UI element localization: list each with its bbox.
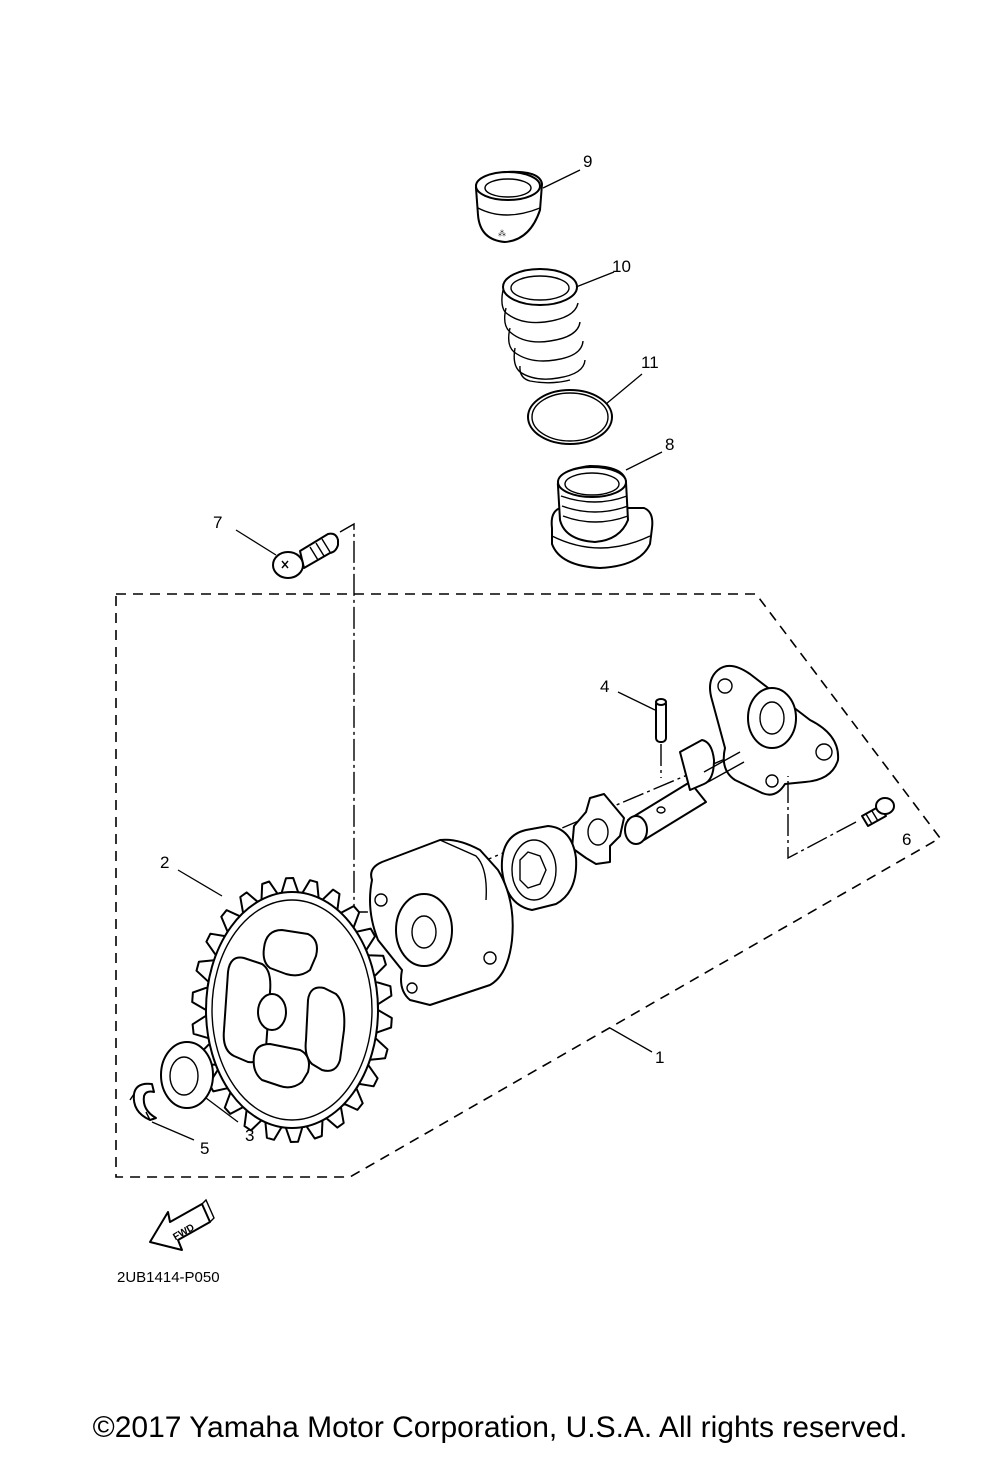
diagram-code: 2UB1414-P050	[117, 1269, 220, 1286]
pump-body[interactable]	[369, 838, 514, 1006]
part-6-bolt[interactable]	[861, 797, 895, 827]
part-7-screw[interactable]	[272, 532, 339, 579]
callout-4: 4	[600, 677, 609, 696]
pump-shaft[interactable]	[624, 739, 745, 845]
callout-9: 9	[583, 152, 592, 171]
leader-7	[235, 529, 277, 556]
leader-8	[625, 451, 663, 471]
leader-7-path	[339, 522, 380, 913]
copyright-notice: ©2017 Yamaha Motor Corporation, U.S.A. A…	[92, 1411, 908, 1444]
callout-2: 2	[160, 853, 169, 872]
leader-1	[609, 1027, 653, 1053]
part-9-cap[interactable]: ⁂	[475, 170, 543, 243]
part-10-spring[interactable]	[501, 268, 586, 384]
pump-cover-plate[interactable]	[709, 664, 840, 796]
fwd-arrow-icon: FWD	[149, 1198, 215, 1251]
callout-11: 11	[641, 353, 659, 372]
part-11-o-ring[interactable]	[527, 389, 613, 445]
inner-rotor[interactable]	[571, 793, 625, 865]
leader-6-path	[787, 776, 857, 860]
outer-rotor[interactable]	[500, 825, 578, 911]
leader-11	[605, 373, 643, 405]
leader-10	[575, 271, 615, 288]
callout-3: 3	[245, 1126, 254, 1145]
leader-4	[617, 691, 656, 711]
leader-2	[177, 869, 223, 897]
part-2-gear[interactable]	[191, 877, 393, 1143]
callout-1: 1	[655, 1048, 664, 1067]
callout-6: 6	[902, 830, 911, 849]
leader-9	[542, 169, 581, 189]
assembly-boundary	[115, 593, 942, 1178]
callout-5: 5	[200, 1139, 209, 1158]
leader-3	[205, 1097, 239, 1123]
part-5-circlip[interactable]	[129, 1082, 157, 1121]
part-4-pin[interactable]	[655, 698, 667, 743]
leader-5	[151, 1121, 195, 1141]
part-3-washer[interactable]	[160, 1041, 214, 1109]
callout-10: 10	[612, 257, 631, 276]
part-8-plug[interactable]	[550, 465, 654, 569]
callout-7: 7	[213, 513, 222, 532]
svg-text:⁂: ⁂	[498, 229, 506, 238]
callout-8: 8	[665, 435, 674, 454]
